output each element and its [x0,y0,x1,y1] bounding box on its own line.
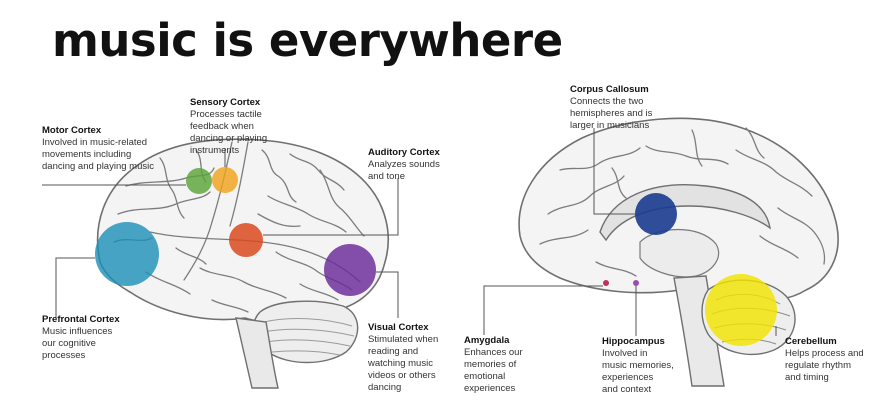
auditory-cortex-title: Auditory Cortex [368,147,440,158]
cerebellum-desc-line: regulate rhythm [785,360,852,371]
motor-cortex-title: Motor Cortex [42,125,102,136]
sensory-cortex-desc-line: feedback when [190,121,254,132]
amygdala-marker [603,280,609,286]
motor-cortex-label: Motor Cortex Involved in music-related m… [42,125,172,173]
auditory-cortex-desc-line: Analyzes sounds [368,159,440,170]
corpus-callosum-marker [635,193,677,235]
lateral-brain-illustration [95,138,390,389]
amygdala-desc-line: memories of [464,359,517,370]
visual-cortex-desc-line: dancing [368,382,402,393]
cerebellum-title: Cerebellum [785,336,837,347]
visual-cortex-title: Visual Cortex [368,322,429,333]
auditory-cortex-label: Auditory Cortex Analyzes sounds and tone [368,147,498,183]
sagittal-brain-illustration [518,117,839,387]
corpus-callosum-title: Corpus Callosum [570,84,649,95]
sensory-cortex-title: Sensory Cortex [190,97,261,108]
visual-cortex-desc-line: videos or others [368,370,436,381]
cerebellum-label: Cerebellum Helps process and regulate rh… [785,336,881,384]
prefrontal-cortex-label: Prefrontal Cortex Music influences our c… [42,314,172,362]
hippocampus-title: Hippocampus [602,336,665,347]
amygdala-desc-line: Enhances our [464,347,523,358]
sensory-cortex-desc-line: instruments [190,145,240,156]
amygdala-title: Amygdala [464,335,510,346]
page-title: music is everywhere [52,14,563,67]
motor-cortex-desc-line: movements including [42,149,132,160]
visual-cortex-marker [324,244,376,296]
cerebellum-marker [705,274,777,346]
sensory-cortex-label: Sensory Cortex Processes tactile feedbac… [190,97,320,157]
cerebellum-desc-line: and timing [785,372,829,383]
motor-cortex-marker [186,168,212,194]
visual-cortex-desc-line: reading and [368,346,419,357]
motor-cortex-desc-line: dancing and playing music [42,161,154,172]
motor-cortex-desc-line: Involved in music-related [42,137,148,148]
corpus-callosum-desc-line: hemispheres and is [570,108,653,119]
prefrontal-cortex-leader [55,257,95,318]
amygdala-label: Amygdala Enhances our memories of emotio… [464,335,564,395]
visual-cortex-desc-line: Stimulated when [368,334,439,345]
corpus-callosum-desc-line: Connects the two [570,96,644,107]
hippocampus-desc-line: music memories, [602,360,674,371]
visual-cortex-desc-line: watching music [368,358,433,369]
amygdala-leader [483,285,603,335]
prefrontal-cortex-marker [95,222,159,286]
hippocampus-desc-line: Involved in [602,348,648,359]
prefrontal-cortex-desc-line: Music influences [42,326,113,337]
sensory-cortex-desc-line: dancing or playing [190,133,268,144]
amygdala-desc-line: experiences [464,383,516,394]
cerebellum-desc-line: Helps process and [785,348,864,359]
hippocampus-desc-line: and context [602,384,652,395]
prefrontal-cortex-desc-line: our cognitive [42,338,96,349]
amygdala-desc-line: emotional [464,371,506,382]
auditory-cortex-marker [229,223,263,257]
auditory-cortex-leader [263,178,399,236]
leader-lines [42,128,777,336]
sensory-cortex-desc-line: Processes tactile [190,109,262,120]
sensory-cortex-marker [212,167,238,193]
hippocampus-desc-line: experiences [602,372,654,383]
visual-cortex-label: Visual Cortex Stimulated when reading an… [368,322,498,394]
corpus-callosum-leader [593,128,635,215]
prefrontal-cortex-title: Prefrontal Cortex [42,314,120,325]
corpus-callosum-desc-line: larger in musicians [570,120,650,131]
corpus-callosum-label: Corpus Callosum Connects the two hemisph… [570,84,700,132]
visual-cortex-leader [376,271,399,318]
prefrontal-cortex-desc-line: processes [42,350,86,361]
hippocampus-marker [633,280,639,286]
hippocampus-label: Hippocampus Involved in music memories, … [602,336,712,396]
auditory-cortex-desc-line: and tone [368,171,405,182]
